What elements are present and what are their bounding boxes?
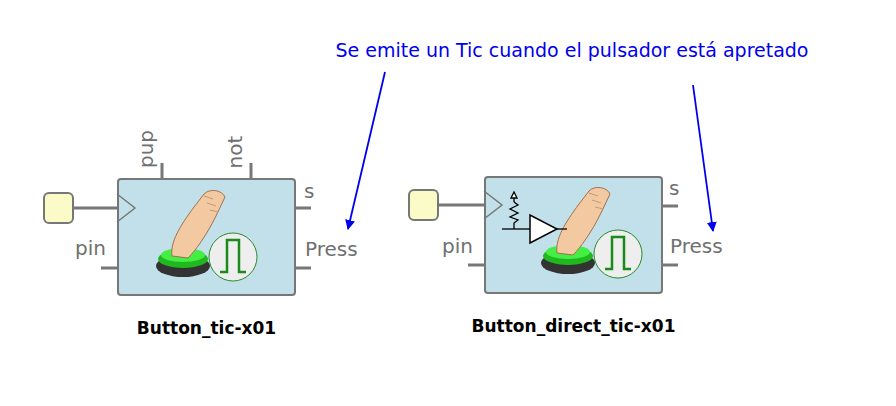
pin-name: Press — [670, 236, 723, 256]
input-triangle — [484, 191, 502, 219]
block-name: Button_tic-x01 — [137, 318, 276, 338]
leader-arrow — [693, 85, 713, 231]
button-icon — [156, 190, 257, 281]
pin-name: pin — [75, 238, 106, 258]
box-fill — [118, 179, 295, 295]
pin-name: pin — [442, 236, 473, 256]
pin-name: s — [669, 178, 679, 198]
leader-arrow — [348, 72, 385, 229]
pin-name: not — [225, 136, 245, 169]
block-name: Button_direct_tic-x01 — [472, 316, 676, 336]
pin-name: pup — [136, 130, 156, 168]
callout-note: Se emite un Tic cuando el pulsador está … — [335, 41, 808, 60]
pin-name: s — [304, 181, 314, 201]
pin-name: Press — [305, 239, 358, 259]
block-box: Button_direct_tic-x01 — [484, 176, 663, 294]
input-square — [409, 190, 438, 220]
box-fill — [485, 177, 662, 293]
buffer-symbol — [502, 192, 567, 243]
button-icon — [541, 187, 642, 278]
input-square — [44, 193, 73, 223]
input-triangle — [117, 194, 135, 222]
block-box: Button_tic-x01 — [117, 178, 296, 296]
